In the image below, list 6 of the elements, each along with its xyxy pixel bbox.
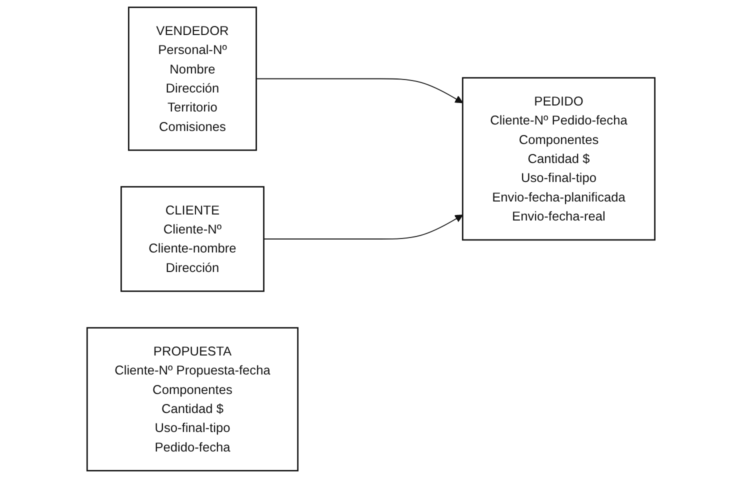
arrow [263,214,464,240]
node-box: VENDEDOR Personal-Nº Nombre Dirección Territorio Comisiones [128,6,257,151]
arrow [256,78,464,104]
node-box: CLIENTE Cliente-Nº Cliente-nombre Dirección [120,186,264,292]
node-box: PROPUESTA Cliente-Nº Propuesta-fecha Componentes Cantidad $ Uso-final-tipo Pedido-fecha [86,327,299,472]
node-box: PEDIDO Cliente-Nº Pedido-fecha Componentes Cantidad $ Uso-final-tipo Envio-fecha-planificada Envio-fecha-real [462,77,656,241]
